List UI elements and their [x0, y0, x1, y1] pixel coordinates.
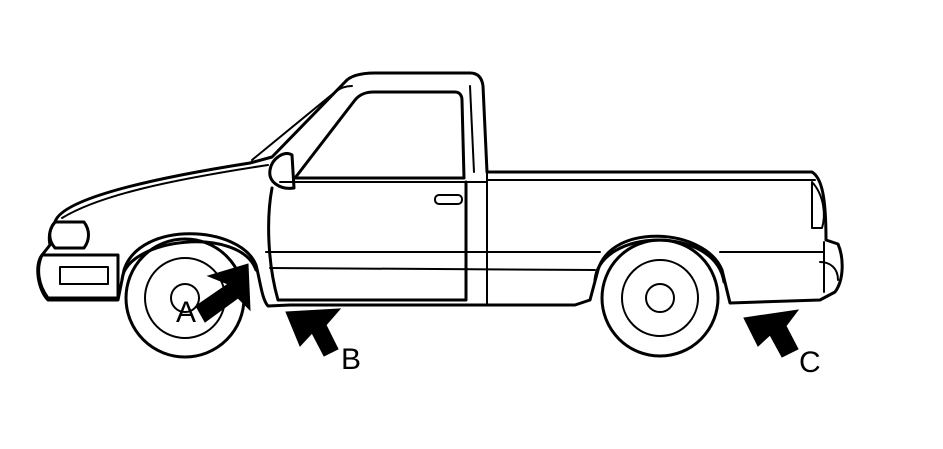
rear-wheel — [600, 238, 720, 358]
turn-signal — [59, 266, 109, 285]
rocker-line — [269, 267, 596, 271]
callout-label-a: A — [176, 296, 196, 329]
hood-line — [61, 164, 269, 219]
rear-rim — [621, 259, 699, 337]
front-wheel-well — [120, 240, 258, 282]
rear-bumper — [819, 241, 839, 293]
front-hub — [170, 283, 200, 313]
front-bumper — [37, 253, 120, 300]
windshield — [251, 85, 353, 161]
tail-light — [811, 181, 825, 229]
door-outline — [267, 180, 468, 302]
callout-label-c: C — [799, 346, 821, 379]
callout-label-b: B — [341, 343, 361, 376]
arrow-a — [195, 263, 251, 323]
cab-back — [469, 85, 475, 173]
door-window — [293, 90, 466, 180]
rear-hub — [645, 283, 675, 313]
arrow-c — [743, 309, 800, 358]
rear-tire — [600, 238, 720, 358]
headlight — [48, 220, 90, 250]
side-mirror — [268, 152, 296, 190]
arrow-b — [285, 308, 342, 357]
truck-body — [36, 71, 844, 308]
door-handle — [434, 194, 463, 205]
